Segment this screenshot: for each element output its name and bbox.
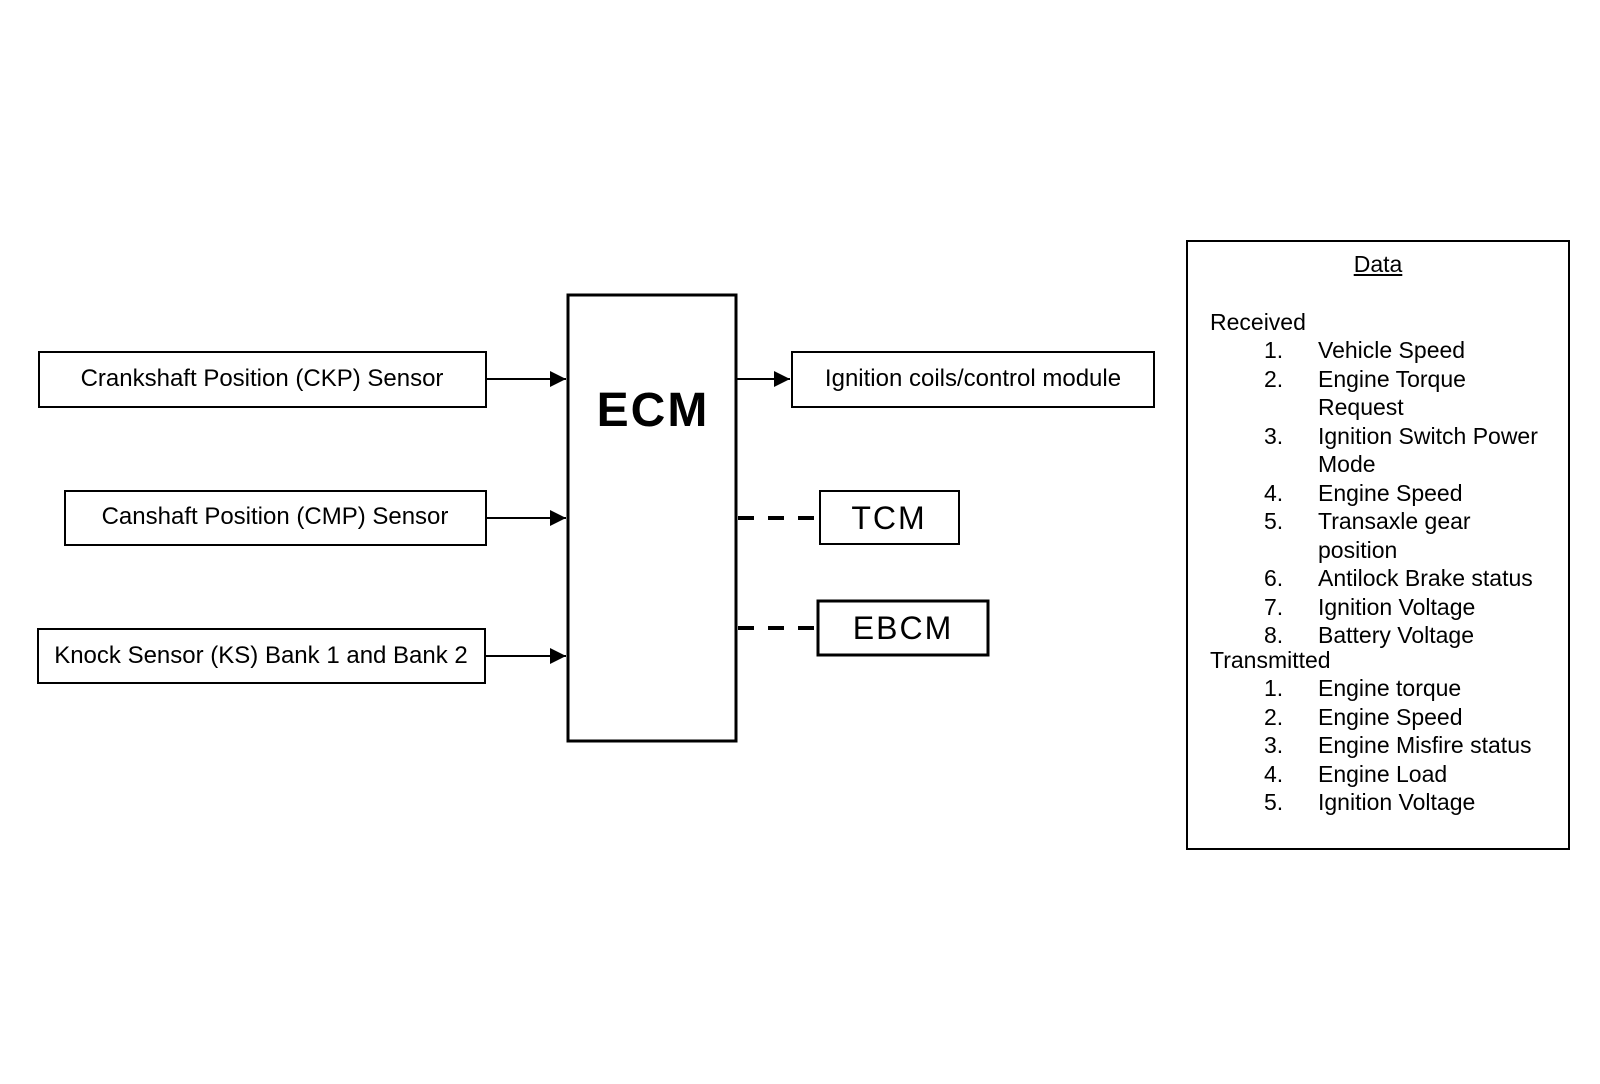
received-item-number: 6. bbox=[1264, 565, 1284, 591]
received-item-number: 8. bbox=[1264, 622, 1284, 648]
module-box-ebcm: EBCM bbox=[816, 599, 990, 657]
transmitted-item-text: Ignition Voltage bbox=[1318, 789, 1476, 815]
transmitted-item: 2. Engine Speed bbox=[1188, 703, 1558, 732]
received-item-number: 3. bbox=[1264, 422, 1284, 449]
transmitted-item-text: Engine Misfire status bbox=[1318, 732, 1532, 758]
received-item-number: 1. bbox=[1264, 337, 1284, 363]
received-item: 1. Vehicle Speed bbox=[1188, 336, 1558, 365]
received-item-text: Ignition Switch Power Mode bbox=[1318, 422, 1538, 478]
received-item-text: Engine Speed bbox=[1318, 479, 1463, 506]
transmitted-heading: Transmitted bbox=[1210, 647, 1331, 673]
transmitted-item-number: 5. bbox=[1264, 789, 1284, 815]
received-item-number: 4. bbox=[1264, 479, 1284, 506]
received-item-number: 7. bbox=[1264, 593, 1284, 620]
received-item-text: Ignition Voltage bbox=[1318, 593, 1476, 620]
transmitted-item-text: Engine Speed bbox=[1318, 703, 1463, 730]
received-item: 4. Engine Speed bbox=[1188, 479, 1558, 508]
transmitted-item-number: 2. bbox=[1264, 703, 1284, 730]
transmitted-item-number: 3. bbox=[1264, 732, 1284, 758]
module-label-tcm: TCM bbox=[851, 500, 926, 536]
received-item-number: 2. bbox=[1264, 365, 1284, 392]
received-item-text: Engine Torque Request bbox=[1318, 365, 1466, 421]
received-item: 5. Transaxle gear position bbox=[1188, 507, 1558, 564]
output-box-ignition: Ignition coils/control module bbox=[791, 351, 1155, 408]
transmitted-list: 1. Engine torque 2. Engine Speed 3. Engine Mi… bbox=[1188, 674, 1558, 817]
received-item-text: Antilock Brake status bbox=[1318, 565, 1533, 591]
received-item-text: Battery Voltage bbox=[1318, 622, 1474, 648]
received-item: 8. Battery Voltage bbox=[1188, 621, 1558, 650]
received-item: 6. Antilock Brake status bbox=[1188, 564, 1558, 593]
ecm-box: ECM bbox=[566, 293, 738, 743]
transmitted-item-text: Engine Load bbox=[1318, 760, 1448, 787]
transmitted-item-text: Engine torque bbox=[1318, 675, 1462, 701]
input-box-cmp-sensor: Canshaft Position (CMP) Sensor bbox=[64, 490, 487, 546]
data-legend: Data Received 1. Vehicle Speed 2. Engine To… bbox=[1186, 240, 1570, 850]
input-label-knock-sensor: Knock Sensor (KS) Bank 1 and Bank 2 bbox=[54, 642, 468, 669]
input-box-ckp-sensor: Crankshaft Position (CKP) Sensor bbox=[38, 351, 487, 408]
received-item-text: Transaxle gear position bbox=[1318, 508, 1471, 563]
transmitted-item: 5. Ignition Voltage bbox=[1188, 788, 1558, 817]
received-item-text: Vehicle Speed bbox=[1318, 337, 1466, 363]
transmitted-item: 3. Engine Misfire status bbox=[1188, 731, 1558, 760]
received-item-number: 5. bbox=[1264, 508, 1284, 534]
ecm-label: ECM bbox=[597, 384, 710, 437]
received-item: 2. Engine Torque Request bbox=[1188, 365, 1558, 422]
received-item: 3. Ignition Switch Power Mode bbox=[1188, 422, 1558, 479]
legend-title: Data bbox=[1353, 251, 1403, 277]
input-label-ckp-sensor: Crankshaft Position (CKP) Sensor bbox=[81, 365, 444, 392]
transmitted-item: 1. Engine torque bbox=[1188, 674, 1558, 703]
transmitted-item-number: 4. bbox=[1264, 760, 1284, 787]
output-label-ignition: Ignition coils/control module bbox=[825, 365, 1121, 392]
transmitted-item-number: 1. bbox=[1264, 675, 1284, 701]
input-label-cmp-sensor: Canshaft Position (CMP) Sensor bbox=[102, 503, 449, 530]
received-heading: Received bbox=[1210, 309, 1306, 335]
received-item: 7. Ignition Voltage bbox=[1188, 593, 1558, 622]
transmitted-item: 4. Engine Load bbox=[1188, 760, 1558, 789]
module-label-ebcm: EBCM bbox=[853, 610, 953, 646]
module-box-tcm: TCM bbox=[819, 490, 960, 545]
input-box-knock-sensor: Knock Sensor (KS) Bank 1 and Bank 2 bbox=[37, 628, 486, 684]
